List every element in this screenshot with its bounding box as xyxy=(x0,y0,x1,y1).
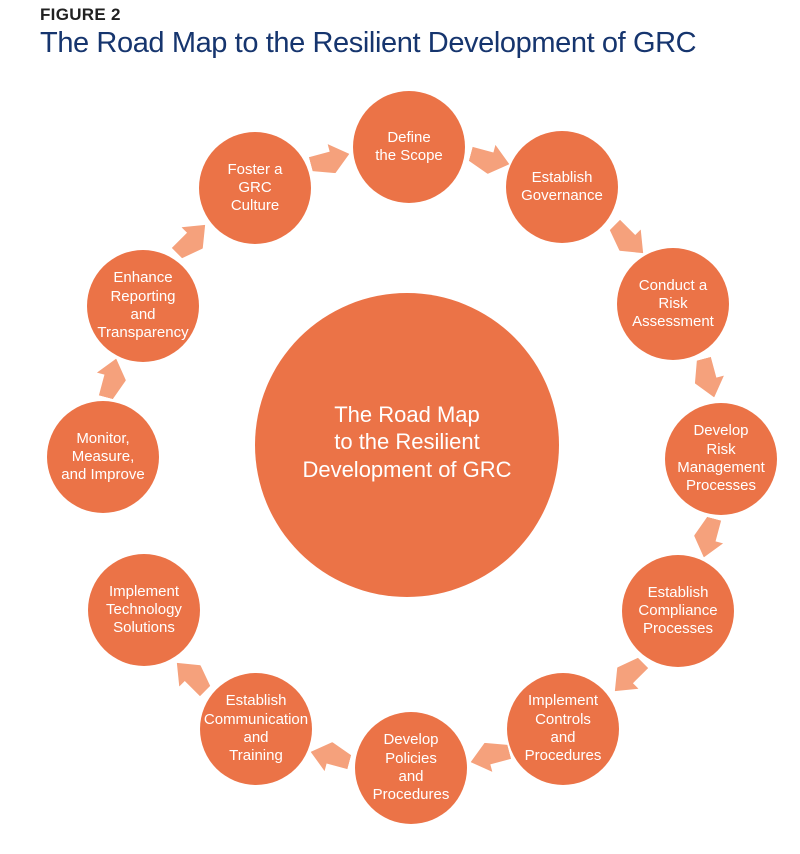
step-label: Conduct a Risk Assessment xyxy=(632,276,714,331)
step-circle-define-the-scope: Define the Scope xyxy=(353,91,465,203)
flow-arrow-icon xyxy=(307,139,353,178)
step-label: Foster a GRC Culture xyxy=(227,160,283,215)
step-circle-develop-risk-management-processes: Develop Risk Management Processes xyxy=(665,403,777,515)
flow-arrow-icon xyxy=(91,355,130,401)
step-circle-establish-compliance-processes: Establish Compliance Processes xyxy=(622,555,734,667)
step-circle-enhance-reporting-and-transparency: Enhance Reporting and Transparency xyxy=(87,250,199,362)
step-circle-establish-governance: Establish Governance xyxy=(506,131,618,243)
step-circle-foster-a-grc-culture: Foster a GRC Culture xyxy=(199,132,311,244)
center-circle: The Road Map to the Resilient Developmen… xyxy=(255,293,559,597)
step-label: Monitor, Measure, and Improve xyxy=(61,429,145,484)
step-label: Establish Governance xyxy=(521,168,603,204)
step-label: Develop Policies and Procedures xyxy=(372,731,450,804)
step-circle-establish-communication-and-training: Establish Communication and Training xyxy=(200,673,312,785)
figure-label: FIGURE 2 xyxy=(40,5,121,24)
flow-arrow-icon xyxy=(467,737,513,776)
flow-arrow-icon xyxy=(467,139,513,178)
step-circle-conduct-a-risk-assessment: Conduct a Risk Assessment xyxy=(617,248,729,360)
step-label: Develop Risk Management Processes xyxy=(677,422,765,495)
flow-arrow-icon xyxy=(307,737,353,776)
flow-arrow-icon xyxy=(166,214,215,263)
center-circle-label: The Road Map to the Resilient Developmen… xyxy=(302,402,512,482)
step-label: Establish Compliance Processes xyxy=(638,583,718,638)
step-label: Implement Controls and Procedures xyxy=(524,692,602,765)
step-circle-implement-controls-and-procedures: Implement Controls and Procedures xyxy=(507,673,619,785)
step-circle-implement-technology-solutions: Implement Technology Solutions xyxy=(88,554,200,666)
flow-arrow-icon xyxy=(689,355,728,401)
step-label: Enhance Reporting and Transparency xyxy=(97,269,189,342)
figure-title: The Road Map to the Resilient Developmen… xyxy=(40,27,697,59)
step-label: Define the Scope xyxy=(375,128,443,164)
step-circle-develop-policies-and-procedures: Develop Policies and Procedures xyxy=(355,712,467,824)
step-circle-monitor-measure-and-improve: Monitor, Measure, and Improve xyxy=(47,401,159,513)
flow-arrow-icon xyxy=(689,515,728,561)
step-label: Implement Technology Solutions xyxy=(106,582,182,637)
flow-arrow-icon xyxy=(604,652,653,701)
step-label: Establish Communication and Training xyxy=(203,692,309,765)
